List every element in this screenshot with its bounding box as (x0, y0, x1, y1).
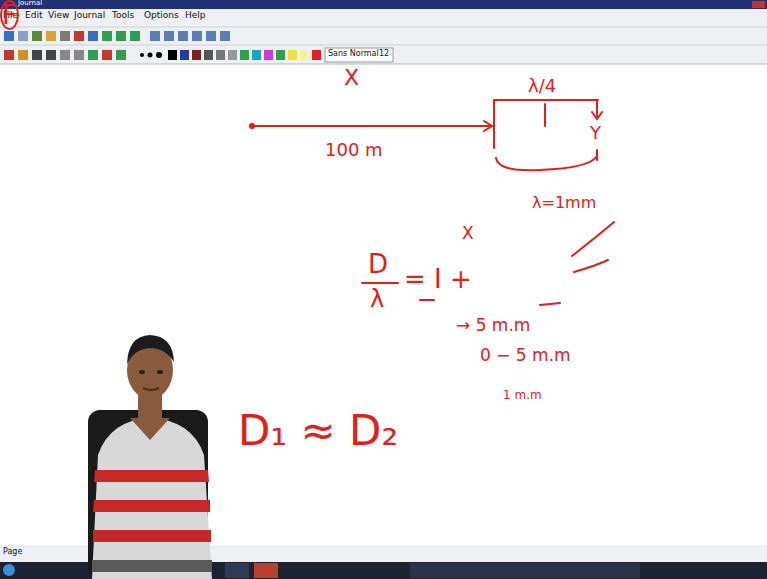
equation-term: λ (370, 286, 384, 312)
handwritten-label: X (344, 66, 359, 90)
equation: D₁ ≈ D₂ (238, 408, 398, 454)
menu-item: Help (185, 11, 206, 21)
page-indicator: Page (3, 548, 22, 557)
toolbar-area (0, 9, 767, 64)
distance-label: 100 m (325, 140, 383, 160)
taskbar-icon (254, 563, 278, 578)
window-title: Journal (18, 0, 42, 8)
page-border (0, 64, 767, 65)
handwritten-label: X (462, 224, 474, 243)
toolbar-divider (0, 27, 767, 28)
toolbar-icons (4, 31, 393, 62)
size-select: 12 (379, 50, 389, 59)
note: → 5 m.m (456, 316, 530, 335)
start-button (3, 564, 15, 576)
taskbar-task (410, 563, 640, 578)
menu-item: Tools (112, 11, 134, 21)
font-select: Sans Normal (328, 50, 379, 59)
equation-term: = I + (404, 265, 472, 294)
note: 0 − 5 m.m (480, 346, 571, 365)
menu-item: Options (144, 11, 179, 21)
handwriting (250, 100, 614, 305)
circled-term: F (0, 0, 19, 30)
handwritten-label: Y (590, 123, 601, 143)
note: 1 m.m (503, 389, 542, 402)
lecturer-figure (88, 335, 212, 579)
toolbar-divider (0, 45, 767, 46)
menu-item: Journal (74, 11, 105, 21)
title-bar (0, 0, 767, 9)
menu-item: Edit (25, 11, 42, 21)
wavelength-fraction: λ/4 (528, 76, 556, 96)
close-button (752, 1, 765, 8)
menu-item: View (48, 11, 69, 21)
equation-term: D (368, 250, 388, 279)
circled-letter: F (2, 2, 17, 28)
wavelength-label: λ=1mm (532, 194, 596, 212)
taskbar-icon (225, 563, 249, 578)
